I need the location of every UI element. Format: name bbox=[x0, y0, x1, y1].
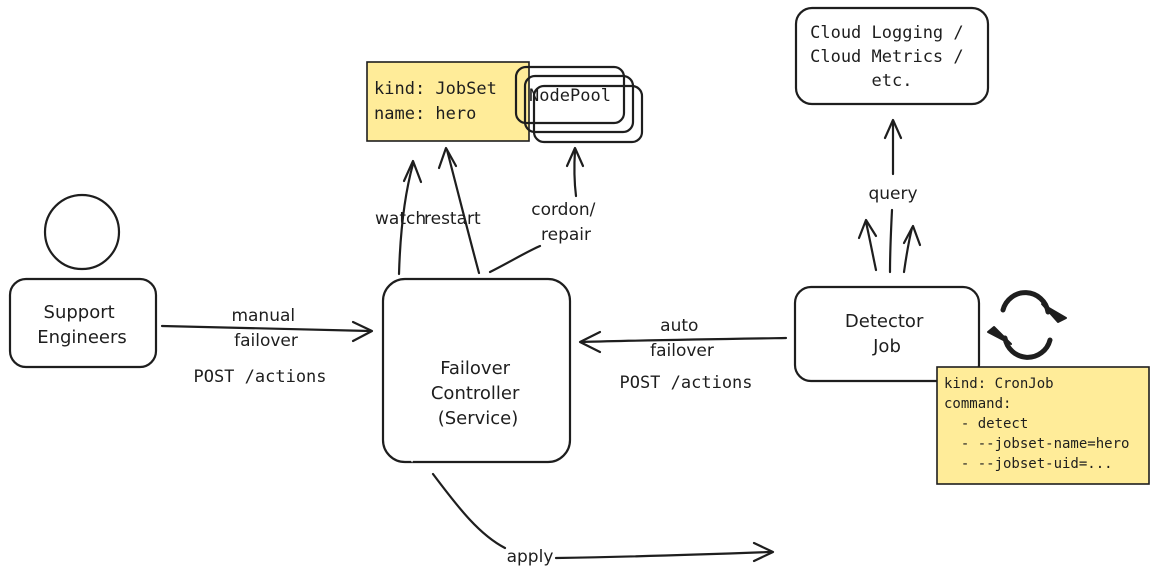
controller-loop-horizontal bbox=[386, 292, 561, 340]
cronjob-line-5: - --jobset-uid=... bbox=[944, 456, 1113, 472]
cronjob-note-box bbox=[936, 366, 1150, 485]
svg-text:kind: CronJob command:: kind: CronJob command: - detect - --jobs… bbox=[944, 376, 1129, 472]
cordon-label-line-1: cordon/ bbox=[531, 200, 595, 220]
controller-loop-down-arrowhead bbox=[403, 445, 420, 463]
controller-loop-vertical bbox=[398, 289, 413, 456]
nodepool-card-front bbox=[514, 65, 626, 125]
support-engineers-node: Support Engineers bbox=[8, 193, 158, 369]
detector-job-box bbox=[793, 285, 981, 383]
nodepool-card-middle bbox=[523, 74, 635, 134]
svg-text:kind: JobSet name: hero: kind: JobSet name: hero bbox=[374, 79, 507, 124]
svg-text:Failover Controller: Failover Controller (Service) bbox=[431, 358, 525, 429]
failover-controller-box bbox=[381, 277, 572, 464]
svg-text:manual failover: manual failover bbox=[231, 306, 300, 351]
restart-label: restart bbox=[424, 209, 481, 229]
controller-label-line-1: Failover bbox=[440, 358, 510, 379]
logging-label-line-3: etc. bbox=[872, 71, 913, 91]
cloud-logging-node: Cloud Logging / Cloud Metrics / etc. bbox=[794, 6, 990, 106]
refresh-cycle-icon bbox=[987, 290, 1067, 360]
cordon-label-line-2: repair bbox=[541, 225, 591, 245]
manual-endpoint: POST /actions bbox=[193, 367, 326, 387]
cloud-logging-box bbox=[794, 6, 990, 106]
detector-job-node: Detector Job bbox=[793, 285, 981, 383]
logging-label-line-1: Cloud Logging / bbox=[810, 23, 964, 43]
detector-label-line-2: Job bbox=[872, 336, 901, 357]
controller-label-line-3: (Service) bbox=[438, 408, 519, 429]
support-label-line-1: Support bbox=[44, 302, 115, 323]
cronjob-line-3: - detect bbox=[944, 416, 1028, 432]
jobset-line-1: kind: JobSet bbox=[374, 79, 497, 99]
cronjob-line-4: - --jobset-name=hero bbox=[944, 436, 1129, 452]
query-label: query bbox=[868, 184, 917, 204]
apply-label: apply bbox=[507, 547, 554, 567]
controller-loop-arrowhead bbox=[474, 287, 490, 304]
watch-label: watch bbox=[375, 209, 426, 229]
svg-text:Support Engineers: Support Engineers bbox=[37, 302, 127, 348]
edge-cordon-repair: cordon/ repair bbox=[488, 146, 601, 274]
support-label-line-2: Engineers bbox=[37, 327, 127, 348]
edge-query: query bbox=[857, 118, 922, 274]
edge-auto-failover: auto failover POST /actions bbox=[578, 316, 788, 393]
logging-label-line-2: Cloud Metrics / bbox=[810, 47, 964, 67]
detector-label-line-1: Detector bbox=[845, 311, 924, 332]
cronjob-line-2: command: bbox=[944, 396, 1011, 412]
cronjob-note: kind: CronJob command: - detect - --jobs… bbox=[936, 366, 1150, 485]
jobset-note-box bbox=[366, 61, 530, 142]
nodepool-stack: NodePool bbox=[514, 65, 644, 144]
svg-text:auto failover: auto failover bbox=[650, 316, 714, 361]
controller-label-line-2: Controller bbox=[431, 383, 520, 404]
edge-watch: watch bbox=[375, 159, 426, 276]
manual-label-line-2: failover bbox=[234, 331, 298, 351]
svg-text:Cloud Logging / Cloud Me: Cloud Logging / Cloud Metrics / etc. bbox=[810, 23, 974, 91]
jobset-line-2: name: hero bbox=[374, 104, 476, 124]
auto-label-line-1: auto bbox=[660, 316, 698, 336]
manual-label-line-1: manual bbox=[231, 306, 295, 326]
svg-text:cordon/ repair: cordon/ repair bbox=[531, 200, 601, 245]
auto-endpoint: POST /actions bbox=[619, 373, 752, 393]
failover-controller-node: Failover Controller (Service) bbox=[381, 277, 572, 464]
nodepool-card-back bbox=[532, 84, 644, 144]
edge-restart: restart bbox=[424, 146, 481, 275]
person-icon bbox=[43, 193, 121, 271]
jobset-note: kind: JobSet name: hero bbox=[366, 61, 530, 142]
edge-apply: apply bbox=[431, 472, 775, 567]
nodepool-label: NodePool bbox=[529, 86, 611, 106]
svg-text:Detector Job: Detector Job bbox=[845, 311, 929, 357]
cronjob-line-1: kind: CronJob bbox=[944, 376, 1054, 392]
auto-label-line-2: failover bbox=[650, 341, 714, 361]
support-engineers-box bbox=[8, 277, 158, 369]
edge-manual-failover: manual failover POST /actions bbox=[160, 306, 374, 387]
